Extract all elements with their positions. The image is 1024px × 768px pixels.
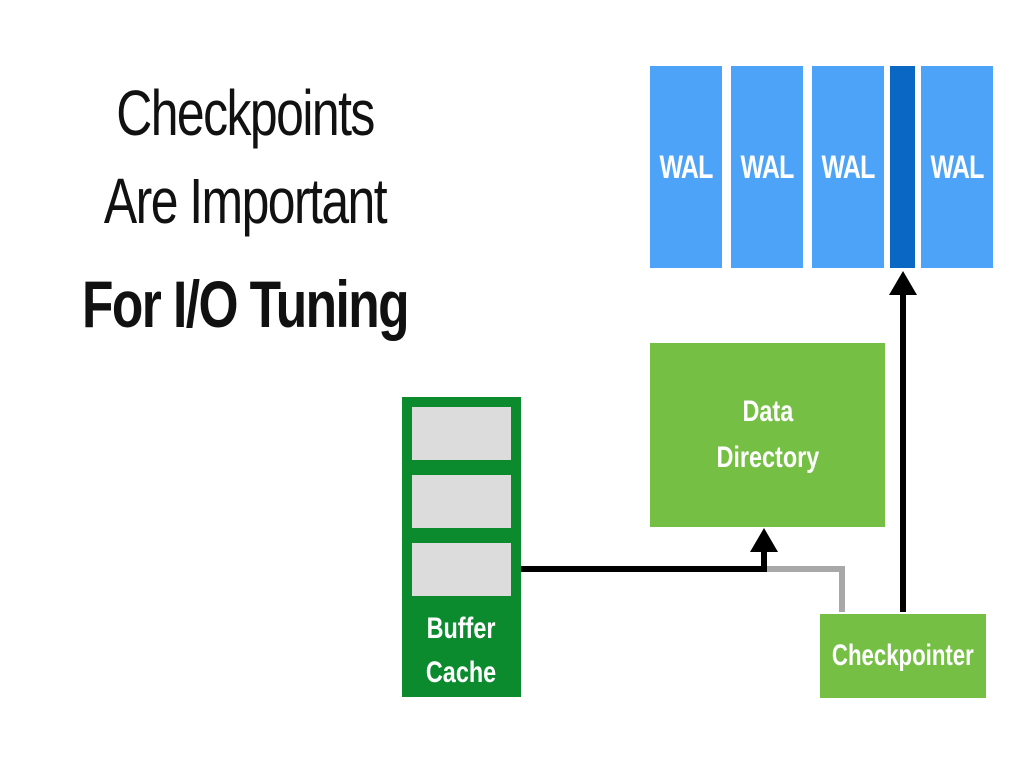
wal-segment: WAL (731, 66, 803, 268)
data-directory-box: Data Directory (650, 343, 885, 527)
wal-segment-label: WAL (930, 148, 984, 185)
wal-segment: WAL (650, 66, 722, 268)
wal-segment: WAL (812, 66, 884, 268)
buffer-cache-label: Buffer Cache (426, 612, 497, 689)
checkpointer-label: Checkpointer (832, 639, 974, 672)
buffer-page (412, 407, 511, 460)
data-directory-arrowhead (750, 528, 778, 552)
buffer-page (412, 475, 511, 528)
wal-segment-label: WAL (821, 148, 875, 185)
title-line-3: For I/O Tuning (81, 267, 410, 341)
wal-segment-label: WAL (740, 148, 794, 185)
buffer-flush-line (521, 550, 767, 572)
wal-segment-label: WAL (659, 148, 713, 185)
buffer-page (412, 543, 511, 596)
checkpointer-box: Checkpointer (820, 614, 986, 698)
current-wal-position-marker (890, 66, 915, 268)
wal-arrowhead (889, 271, 917, 295)
data-directory-label: Data Directory (716, 395, 819, 474)
wal-segment: WAL (921, 66, 993, 268)
buffer-cache-box: Buffer Cache (402, 397, 521, 697)
title-line-1: Checkpoints (116, 77, 375, 149)
checkpointer-to-data-connector (764, 566, 845, 612)
title-line-2: Are Important (103, 165, 388, 237)
